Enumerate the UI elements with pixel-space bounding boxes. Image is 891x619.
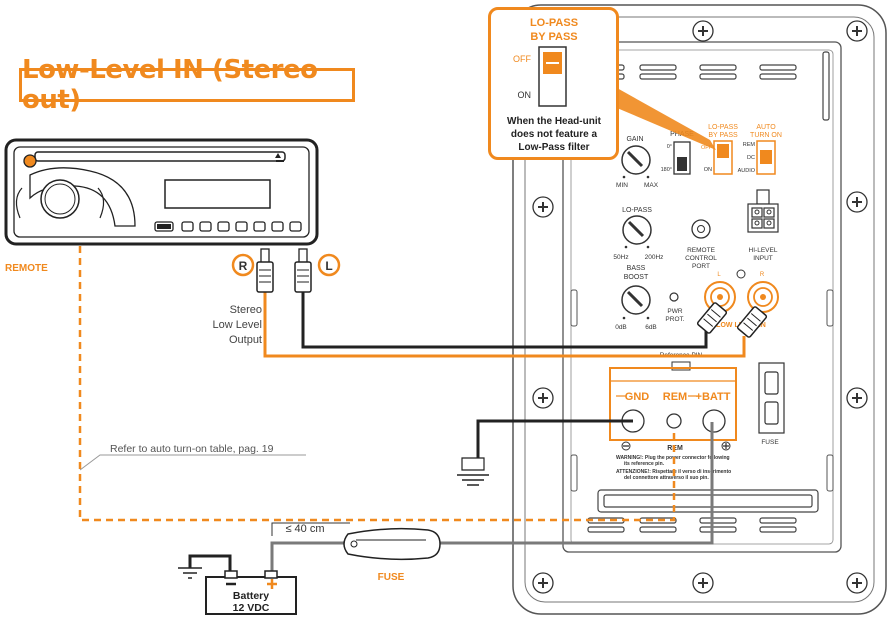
svg-text:Output: Output — [229, 334, 262, 346]
svg-text:180°: 180° — [661, 167, 672, 173]
svg-text:Low-Pass filter: Low-Pass filter — [518, 142, 589, 153]
svg-text:R: R — [760, 272, 765, 278]
refer-note: Refer to auto turn-on table, pag. 19 — [110, 443, 274, 455]
inline-fuse — [343, 527, 441, 561]
svg-text:ON: ON — [518, 90, 532, 100]
head-unit — [4, 138, 319, 246]
svg-text:BOOST: BOOST — [624, 274, 649, 281]
pwr-prot-led — [669, 292, 679, 302]
svg-text:MIN: MIN — [616, 182, 628, 189]
svg-text:LO-PASS: LO-PASS — [708, 124, 738, 131]
svg-text:TURN ON: TURN ON — [750, 132, 782, 139]
svg-text:200Hz: 200Hz — [645, 254, 664, 261]
svg-text:HI-LEVEL: HI-LEVEL — [749, 247, 778, 254]
svg-text:INPUT: INPUT — [753, 255, 773, 262]
vent-slots-bottom — [587, 489, 819, 533]
svg-text:REM: REM — [743, 142, 756, 148]
rca-plug-right — [256, 248, 274, 293]
rem-terminal[interactable] — [666, 413, 682, 429]
svg-text:PROT.: PROT. — [665, 316, 684, 323]
svg-text:DC: DC — [747, 155, 755, 161]
fuse-label: FUSE — [378, 572, 405, 583]
callout-pointer — [617, 88, 716, 150]
svg-text:0°: 0° — [667, 144, 672, 150]
battery-power-wire — [270, 422, 714, 572]
svg-text:R: R — [239, 259, 248, 273]
volume-knob[interactable] — [40, 179, 80, 219]
svg-text:Stereo: Stereo — [230, 304, 262, 316]
ground-symbol-battery — [178, 567, 202, 579]
rca-plug-amp-left — [696, 302, 728, 334]
svg-text:REMOTE: REMOTE — [687, 247, 715, 254]
svg-text:CONTROL: CONTROL — [685, 255, 717, 262]
display — [164, 179, 271, 209]
remote-wire — [78, 246, 676, 522]
r-channel-badge: R — [231, 253, 255, 277]
svg-text:del connettore attraverso il s: del connettore attraverso il suo pin. — [624, 475, 709, 481]
svg-text:≤ 40 cm: ≤ 40 cm — [285, 523, 324, 535]
svg-text:ON: ON — [704, 167, 712, 173]
battery — [205, 570, 297, 615]
svg-text:BY PASS: BY PASS — [708, 132, 738, 139]
svg-text:OFF: OFF — [513, 54, 531, 64]
svg-text:When the Head-unit: When the Head-unit — [507, 116, 602, 127]
svg-text:AUTO: AUTO — [756, 124, 776, 131]
page-title: Low-Level IN (Stereo out) — [19, 55, 355, 115]
svg-text:LO-PASS: LO-PASS — [622, 207, 652, 214]
lopass-bypass-callout: LO-PASS BY PASS OFF ON When the Head-uni… — [488, 7, 619, 160]
hi-level-input-connector[interactable] — [747, 189, 779, 233]
svg-text:50Hz: 50Hz — [613, 254, 628, 261]
rca-cable-right — [263, 262, 746, 358]
svg-text:BASS: BASS — [627, 265, 646, 272]
svg-text:does not feature a: does not feature a — [511, 129, 598, 140]
svg-text:MAX: MAX — [644, 182, 659, 189]
amp-ground-wire — [476, 419, 633, 470]
cd-slot — [34, 151, 286, 162]
rem-terminal-label: REM — [663, 391, 687, 403]
svg-text:Battery: Battery — [233, 590, 269, 602]
svg-text:0dB: 0dB — [615, 324, 627, 331]
rca-plug-left — [294, 248, 312, 293]
batt-terminal[interactable] — [702, 409, 726, 433]
svg-text:L: L — [325, 259, 332, 273]
svg-text:AUDIO: AUDIO — [738, 168, 756, 174]
svg-text:Low Level: Low Level — [212, 319, 262, 331]
gain-label: GAIN — [626, 136, 643, 143]
remote-label: REMOTE — [5, 263, 48, 274]
svg-text:LO-PASS: LO-PASS — [530, 17, 578, 29]
batt-terminal-label: +BATT — [696, 391, 731, 403]
l-channel-badge: L — [317, 253, 341, 277]
battery-ground-wire — [188, 554, 232, 573]
svg-text:6dB: 6dB — [645, 324, 657, 331]
svg-text:BY PASS: BY PASS — [530, 31, 577, 43]
svg-text:OFF: OFF — [701, 145, 713, 151]
rca-cable-left — [301, 262, 708, 349]
ground-symbol-amp — [457, 457, 489, 486]
power-button[interactable] — [23, 154, 37, 168]
rca-input-right[interactable] — [747, 281, 779, 313]
internal-fuse-holder[interactable] — [758, 362, 785, 434]
rca-plug-amp-right — [736, 306, 768, 338]
control-panel: GAIN MIN MAX PHASE 0° 180° LO-PASS BY PA… — [609, 124, 785, 481]
svg-text:12 VDC: 12 VDC — [233, 602, 270, 614]
svg-text:FUSE: FUSE — [761, 439, 779, 446]
svg-text:its reference pin.: its reference pin. — [624, 461, 665, 467]
gnd-terminal-label: GND — [625, 391, 650, 403]
svg-text:PWR: PWR — [667, 308, 682, 315]
svg-text:PORT: PORT — [692, 263, 710, 270]
svg-text:L: L — [717, 272, 721, 278]
